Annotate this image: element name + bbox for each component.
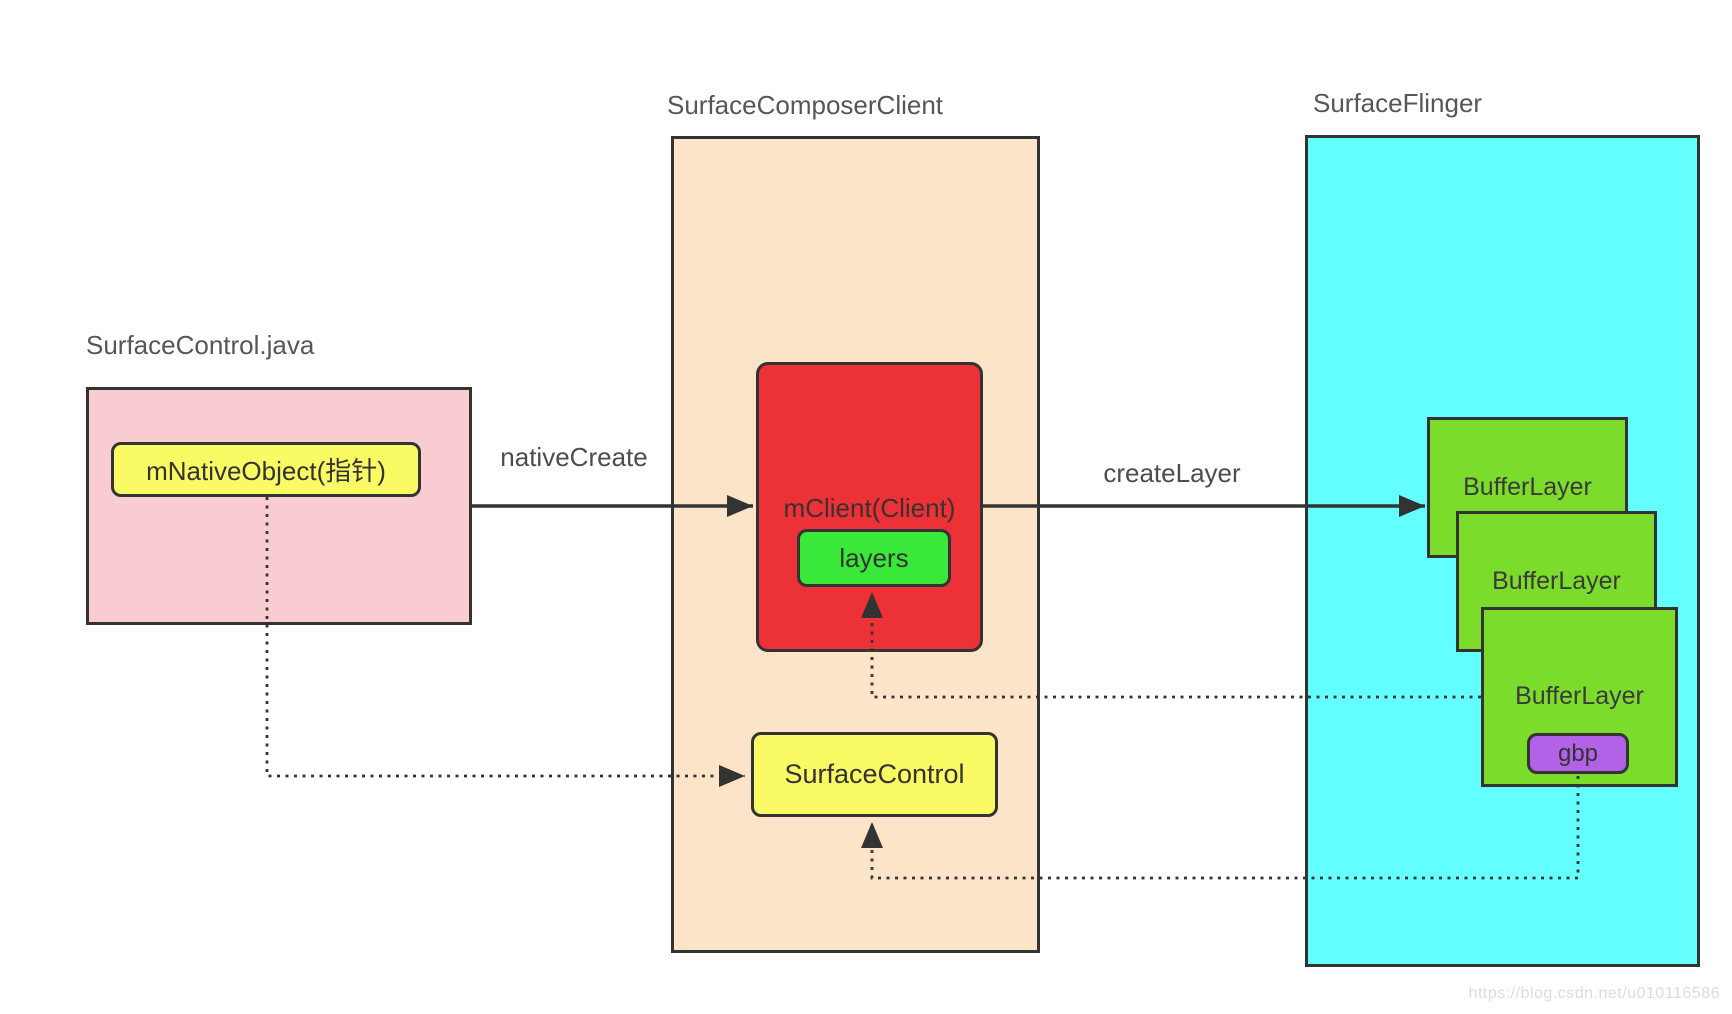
gbp-label: gbp bbox=[1557, 739, 1599, 767]
surfacecontrol-box: SurfaceControl bbox=[751, 732, 998, 817]
group-label-surfaceflinger: SurfaceFlinger bbox=[1313, 88, 1483, 118]
layers-label: layers bbox=[839, 542, 909, 573]
group-box-surfacecontrol-java bbox=[86, 387, 472, 625]
bufferlayer-label: BufferLayer bbox=[1515, 682, 1644, 710]
gbp-box: gbp bbox=[1527, 733, 1629, 774]
group-label-surfacecontrol-java: SurfaceControl.java bbox=[86, 330, 315, 360]
bufferlayer-label: BufferLayer bbox=[1463, 473, 1592, 501]
layers-box: layers bbox=[797, 529, 951, 587]
arrow-label-nativecreate: nativeCreate bbox=[500, 442, 648, 472]
bufferlayer-box-3: BufferLayer gbp bbox=[1481, 607, 1678, 787]
arrow-label-createlayer: createLayer bbox=[1103, 458, 1241, 488]
mclient-label: mClient(Client) bbox=[783, 493, 956, 523]
bufferlayer-label: BufferLayer bbox=[1492, 567, 1621, 595]
native-object-label: mNativeObject(指针) bbox=[146, 456, 386, 486]
surfacecontrol-label: SurfaceControl bbox=[784, 759, 965, 789]
group-label-surfacecomposerclient: SurfaceComposerClient bbox=[667, 90, 944, 120]
native-object-box: mNativeObject(指针) bbox=[111, 442, 421, 497]
mclient-box: mClient(Client) layers bbox=[756, 362, 983, 652]
watermark: https://blog.csdn.net/u010116586 bbox=[1468, 985, 1720, 1002]
